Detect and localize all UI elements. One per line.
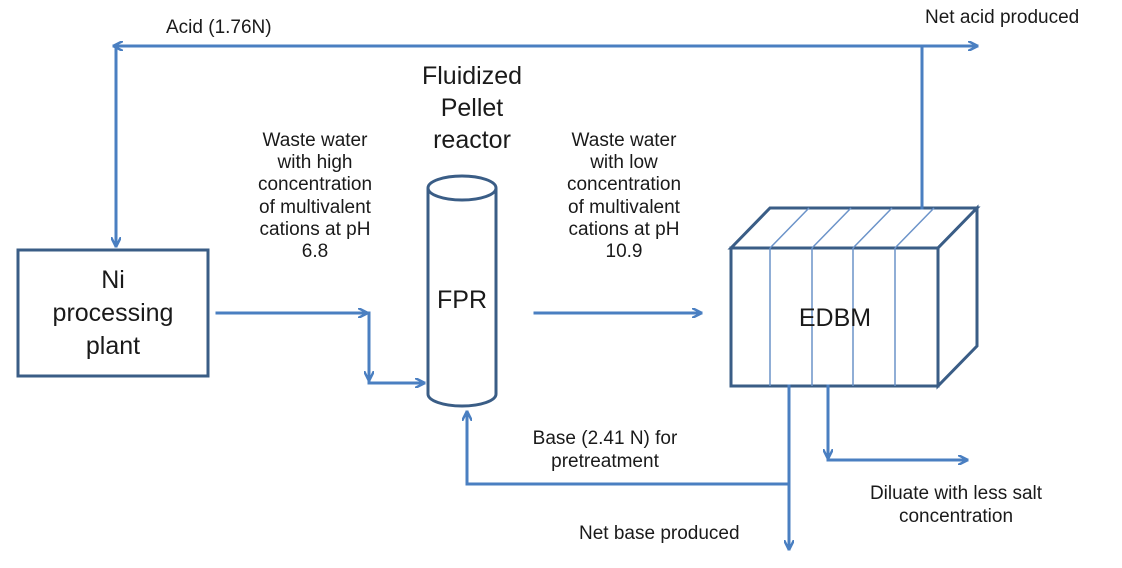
reactor-title-line: Pellet: [440, 94, 504, 122]
waste-low-label: Waste water with low concentration of mu…: [542, 130, 706, 263]
reactor-title: Fluidized Pellet reactor: [402, 60, 542, 156]
acid-flow-label: Acid (1.76N): [166, 17, 272, 38]
reactor-title-line: reactor: [433, 126, 511, 154]
waste-low-line: of multivalent: [568, 196, 680, 218]
waste-low-line: with low: [590, 152, 658, 174]
ni-processing-plant-box: [16, 248, 210, 378]
diluate-label: Diluate with less salt concentration: [850, 483, 1062, 529]
waste-low-line: 10.9: [605, 241, 643, 263]
diluate-line: Diluate with less salt: [869, 483, 1043, 504]
waste-high-line: concentration: [257, 174, 373, 196]
reactor-title-line: Fluidized: [421, 62, 523, 90]
base-flow-line: pretreatment: [551, 450, 659, 472]
waste-high-label: Waste water with high concentration of m…: [233, 130, 397, 263]
edbm-stack: [727, 204, 981, 390]
plant-label: Ni processing plant: [18, 264, 208, 363]
diluate-line: concentration: [898, 505, 1014, 527]
plant-label-line: Ni: [101, 266, 125, 294]
net-acid-label: Net acid produced: [925, 7, 1080, 28]
waste-high-line: with high: [277, 152, 353, 174]
waste-high-line: 6.8: [301, 241, 329, 263]
net-base-label: Net base produced: [579, 523, 740, 544]
waste-low-line: Waste water: [571, 130, 677, 151]
base-flow-line: Base (2.41 N) for: [532, 428, 678, 449]
fpr-cylinder: [426, 174, 498, 408]
fpr-label: FPR: [437, 286, 487, 314]
waste-low-line: cations at pH: [568, 218, 680, 240]
waste-high-line: Waste water: [262, 130, 368, 151]
waste-low-line: concentration: [566, 174, 682, 196]
waste-high-line: cations at pH: [259, 218, 371, 240]
plant-label-line: plant: [85, 332, 141, 360]
edbm-label: EDBM: [798, 304, 872, 332]
waste-high-line: of multivalent: [259, 196, 371, 218]
plant-label-line: processing: [52, 299, 174, 327]
base-flow-label: Base (2.41 N) for pretreatment: [505, 428, 705, 474]
